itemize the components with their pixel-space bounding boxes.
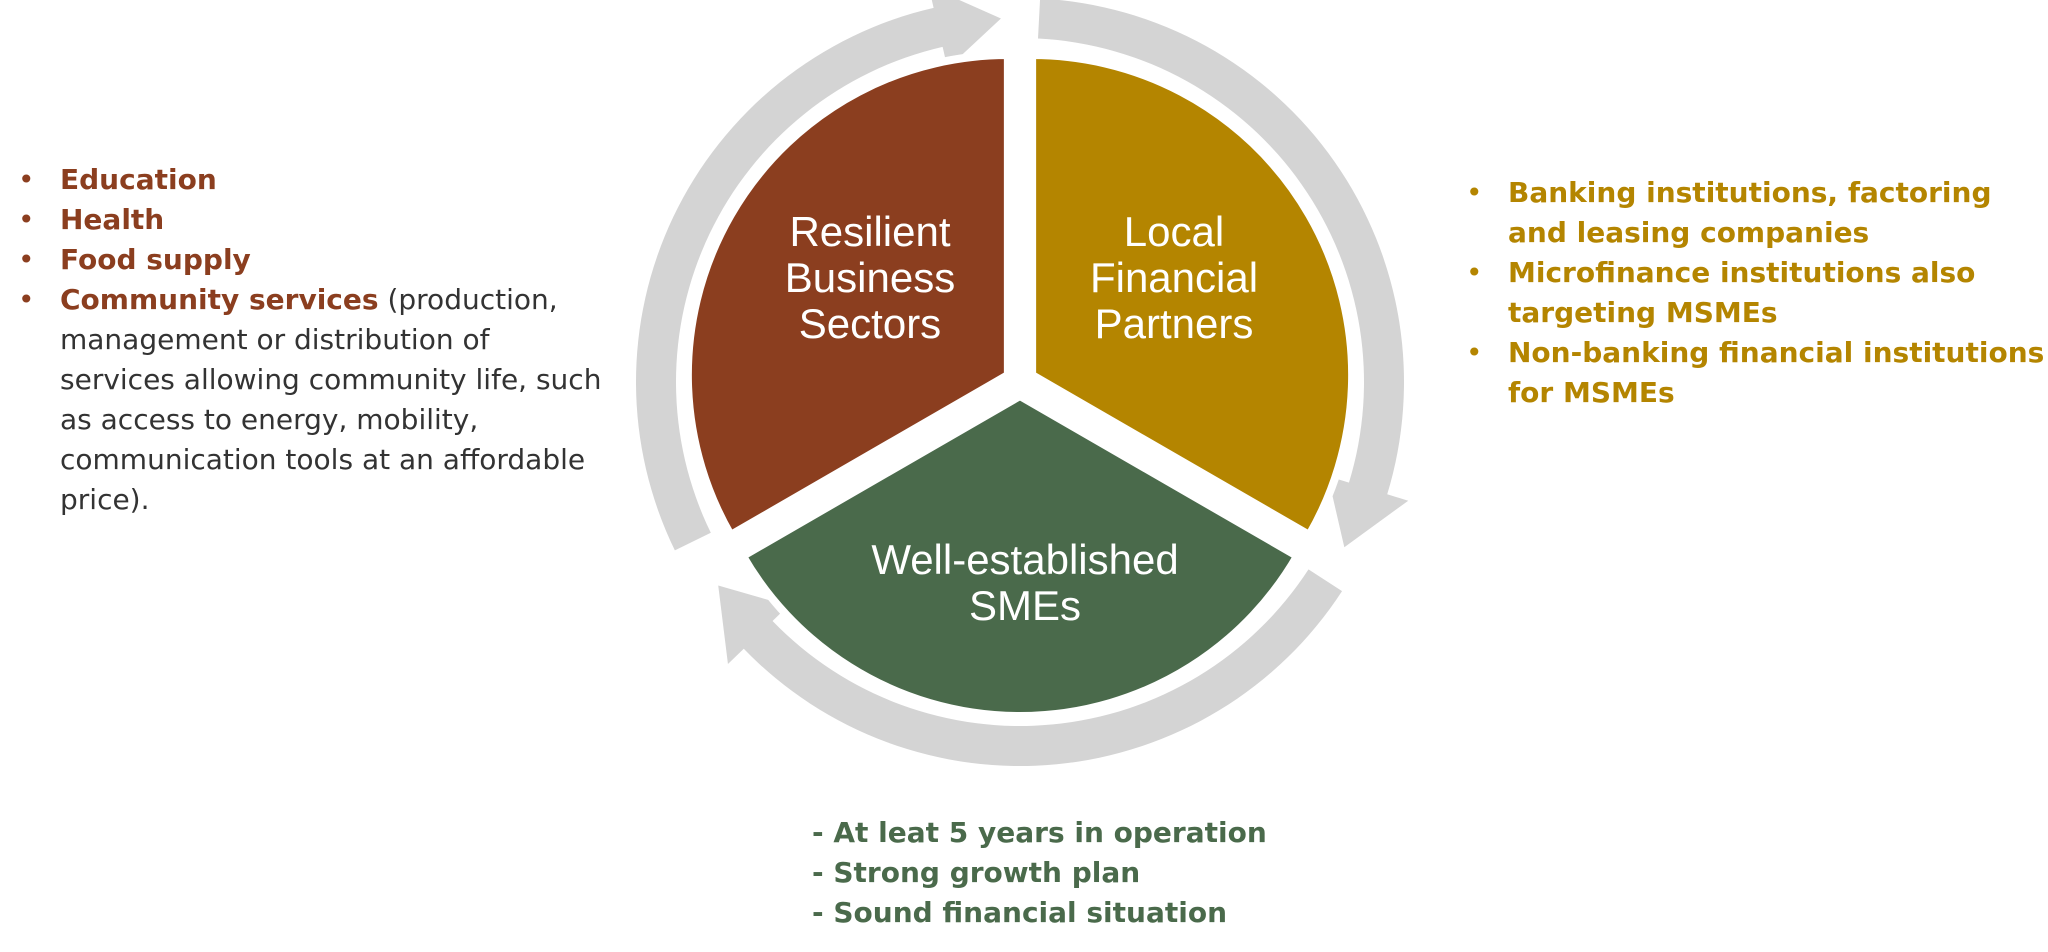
item-text: Microfinance institutions also targeting… [1508,256,1976,329]
bullet: • [18,203,35,236]
bullet: • [1466,176,1483,209]
list-item: • Health [18,200,608,240]
list-item: • Community services (production, managem… [18,280,608,520]
segment-label-line: Financial [1090,254,1258,301]
bullet: • [18,163,35,196]
list-item: - Sound financial situation [812,896,1228,929]
segment-label-line: Business [785,254,955,301]
list-item: • Microfinance institutions also targetin… [1466,253,2046,333]
item-heading: Education [60,163,217,196]
sme-criteria-list: - At leat 5 years in operation - Strong … [812,813,1332,933]
item-description: (production, management or distribution … [60,283,602,516]
segment-label-line: SMEs [969,582,1081,629]
arrow-to-financial [636,0,1001,551]
arrow-to-resilient [718,569,1343,767]
list-item: • Education [18,160,608,200]
segment-label-line: Local [1124,208,1224,255]
bullet: • [1466,336,1483,369]
segment-label-line: Resilient [789,208,950,255]
segment-smes [737,391,1303,720]
list-item: • Non-banking financial institutions for … [1466,333,2046,413]
item-heading: Health [60,203,165,236]
bullet: • [18,243,35,276]
bullet: • [1466,256,1483,289]
list-item: • Food supply [18,240,608,280]
bullet: • [18,283,35,316]
list-item: - Strong growth plan [812,856,1141,889]
segment-resilient [683,50,1012,541]
segment-financial [1028,50,1357,541]
cycle-segments [683,50,1357,720]
cycle-arrows [636,0,1409,767]
item-text: Non-banking financial institutions for M… [1508,336,2045,409]
list-item: • Banking institutions, factoring and lea… [1466,173,2046,253]
segment-label-line: Well-established [871,536,1178,583]
list-item: - At leat 5 years in operation [812,816,1267,849]
business-sectors-list: • Education • Health • Food supply • Communi… [18,160,608,520]
financial-partners-list: • Banking institutions, factoring and lea… [1466,173,2046,413]
segment-label-line: Partners [1095,300,1254,347]
segment-label-line: Sectors [799,300,941,347]
item-heading: Food supply [60,243,251,276]
arrow-to-smes [1038,0,1409,548]
item-text: Banking institutions, factoring and leas… [1508,176,1992,249]
item-heading: Community services [60,283,379,316]
